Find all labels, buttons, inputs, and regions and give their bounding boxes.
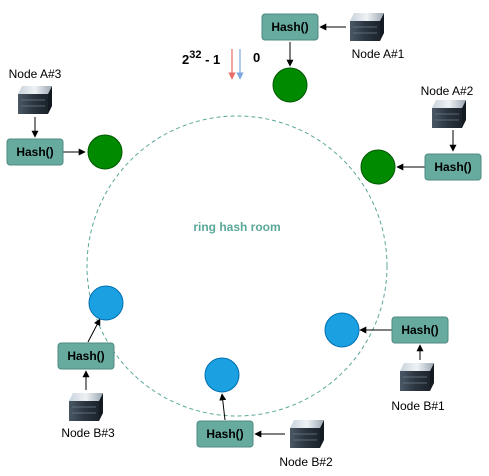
node-group-a1: Hash() Node A#1 xyxy=(261,13,405,103)
connector-b2-hash-ring xyxy=(219,393,227,421)
hash-function-label: Hash() xyxy=(271,20,308,34)
ring-max-label: 232 - 1 xyxy=(182,49,220,67)
node-label: Node A#3 xyxy=(9,67,62,81)
node-label: Node B#3 xyxy=(61,426,115,440)
connector-b3-hash-ring xyxy=(87,318,101,343)
hash-function-box xyxy=(424,153,482,181)
hash-function-label: Hash() xyxy=(434,160,471,174)
hash-function-label: Hash() xyxy=(16,145,53,159)
hash-function-box xyxy=(391,316,449,344)
virtual-node-a2 xyxy=(360,149,396,185)
virtual-node-b2 xyxy=(204,357,240,393)
node-group-a2: Node A#2 Hash() xyxy=(360,84,482,185)
server-icon xyxy=(432,100,466,128)
hash-ring xyxy=(86,115,388,417)
virtual-node-a1 xyxy=(272,67,308,103)
node-label: Node B#2 xyxy=(279,455,333,469)
virtual-node-b3 xyxy=(88,285,124,321)
node-group-b2: Hash() Node B#2 xyxy=(196,357,333,469)
virtual-node-a3 xyxy=(87,134,123,170)
node-group-a3: Node A#3 Hash() xyxy=(6,67,123,170)
hash-function-label: Hash() xyxy=(67,349,104,363)
hash-function-box xyxy=(196,420,254,448)
node-label: Node B#1 xyxy=(391,399,445,413)
hash-function-label: Hash() xyxy=(206,427,243,441)
server-icon xyxy=(69,393,103,421)
hash-function-box xyxy=(261,13,319,41)
server-icon xyxy=(18,86,52,114)
node-group-b3: Hash() Node B#3 xyxy=(57,285,124,440)
hash-function-label: Hash() xyxy=(401,323,438,337)
ring-max-rest: - 1 xyxy=(201,52,220,67)
hash-function-box xyxy=(6,138,64,166)
node-group-b1: Hash() Node B#1 xyxy=(324,312,449,413)
ring-max-base: 2 xyxy=(182,52,189,67)
virtual-node-b1 xyxy=(324,312,360,348)
node-label: Node A#1 xyxy=(352,47,405,61)
server-icon xyxy=(290,420,324,448)
server-icon xyxy=(400,363,434,391)
hash-function-box xyxy=(57,342,115,370)
server-icon xyxy=(350,13,384,41)
node-label: Node A#2 xyxy=(421,84,474,98)
ring-title: ring hash room xyxy=(193,220,280,234)
ring-zero-label: 0 xyxy=(253,50,260,65)
ring-max-exponent: 32 xyxy=(189,49,201,61)
